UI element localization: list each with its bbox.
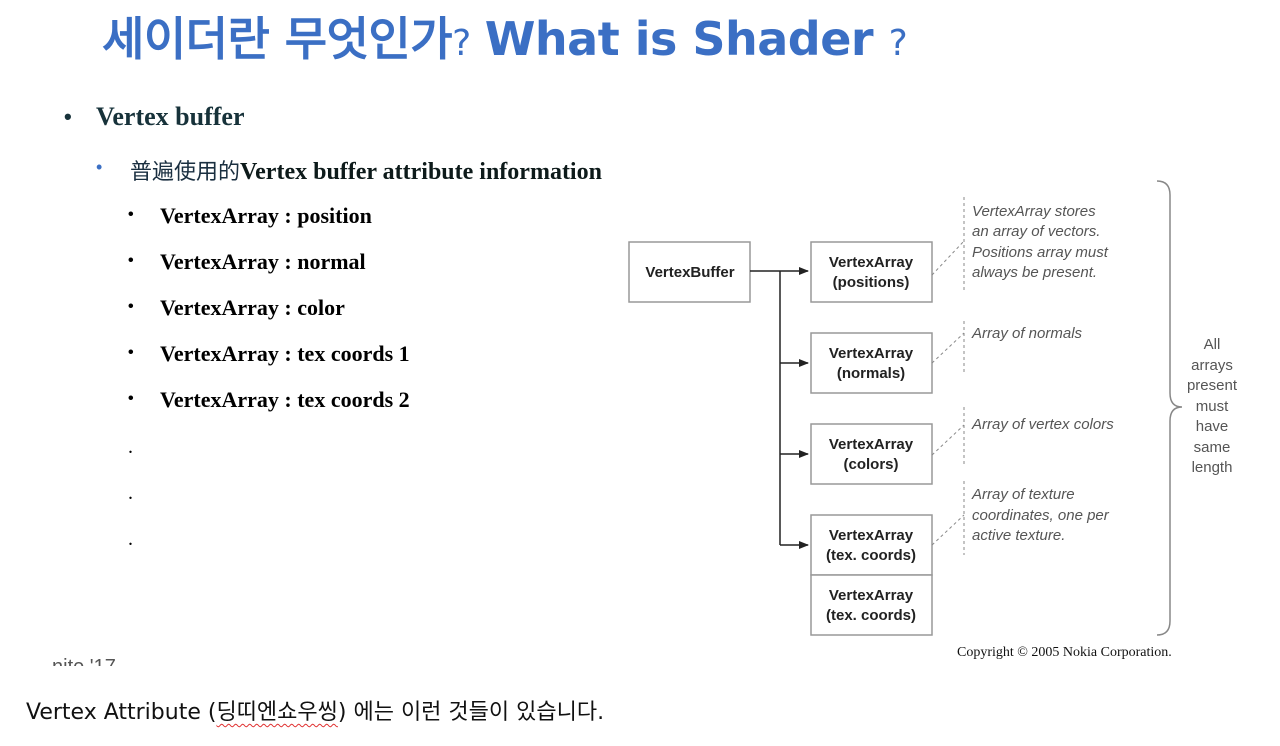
bullet-item-text: VertexArray : color [160, 295, 345, 320]
bullet-text-cjk: 普遍使用的 [130, 160, 241, 185]
brace-note-line: All [1204, 336, 1221, 353]
array-box-title: VertexArray [829, 345, 914, 362]
bullet-dot: • [128, 390, 134, 407]
brace-note: All arrays present must have same length [1187, 336, 1238, 476]
array-box-subtitle: (colors) [843, 456, 898, 473]
bullet-attribute-info: • 普遍使用的Vertex buffer attribute informati… [96, 154, 602, 186]
note-line: Positions array must [972, 244, 1109, 261]
array-box-tex-coords-1: VertexArray (tex. coords) [810, 514, 933, 576]
vertex-buffer-diagram: VertexBuffer VertexArray (positions) Ver… [628, 180, 1238, 636]
note-line: Array of texture [971, 486, 1075, 503]
bullet-dot: • [128, 206, 134, 223]
bullet-item-text: VertexArray : tex coords 1 [160, 341, 410, 366]
bullet-item: • VertexArray : normal [128, 249, 366, 275]
note-line: active texture. [972, 527, 1065, 544]
vertex-buffer-box: VertexBuffer [628, 241, 751, 303]
brace-note-line: arrays [1191, 357, 1233, 374]
array-box-positions: VertexArray (positions) [810, 241, 933, 303]
bullet-text: Vertex buffer attribute information [240, 159, 602, 185]
grouping-brace [1156, 180, 1183, 636]
ellipsis-dot: . [128, 482, 133, 504]
note-positions: VertexArray stores an array of vectors. … [972, 203, 1109, 281]
array-box-title: VertexArray [829, 254, 914, 271]
note-tex-coords: Array of texture coordinates, one per ac… [971, 486, 1110, 544]
caption-spellcheck-word[interactable]: 딩띠엔쇼우씽 [216, 700, 338, 725]
bullet-vertex-buffer: • Vertex buffer [64, 102, 245, 132]
bullet-item-text: VertexArray : tex coords 2 [160, 387, 410, 412]
slide-title-english: What is Shader [484, 12, 874, 66]
callout-lines [931, 197, 965, 555]
bullet-item: • VertexArray : color [128, 295, 345, 321]
array-box-subtitle: (tex. coords) [826, 607, 916, 624]
array-box-subtitle: (tex. coords) [826, 547, 916, 564]
ellipsis-dot: . [128, 436, 133, 458]
vertex-buffer-label: VertexBuffer [645, 264, 734, 281]
brace-note-line: have [1196, 418, 1229, 435]
bullet-item-text: VertexArray : normal [160, 249, 366, 274]
caption-prefix: Vertex Attribute ( [26, 700, 217, 725]
brace-note-line: must [1196, 398, 1229, 415]
note-colors: Array of vertex colors [971, 416, 1114, 433]
slide-caption: Vertex Attribute (딩띠엔쇼우씽) 에는 이런 것들이 있습니다… [26, 694, 604, 726]
brace-note-line: length [1192, 459, 1233, 476]
ellipsis-dot: . [128, 528, 133, 550]
note-line: Array of vertex colors [971, 416, 1114, 433]
caption-suffix: ) 에는 이런 것들이 있습니다. [337, 700, 605, 725]
bullet-item: • VertexArray : tex coords 2 [128, 387, 410, 413]
note-line: an array of vectors. [972, 223, 1100, 240]
slide-title-korean: 세이더란 무엇인가 [102, 12, 453, 66]
bullet-dot: • [128, 344, 134, 361]
cut-off-footer-text: nite '17 [52, 652, 116, 666]
array-box-colors: VertexArray (colors) [810, 423, 933, 485]
array-box-title: VertexArray [829, 527, 914, 544]
copyright-notice: Copyright © 2005 Nokia Corporation. [957, 645, 1172, 660]
bullet-item-text: VertexArray : position [160, 203, 372, 228]
array-box-title: VertexArray [829, 436, 914, 453]
note-line: VertexArray stores [972, 203, 1096, 220]
diagram-connectors [750, 267, 809, 549]
bullet-dot: • [128, 298, 134, 315]
array-box-normals: VertexArray (normals) [810, 332, 933, 394]
bullet-dot: • [96, 157, 103, 177]
bullet-item: • VertexArray : tex coords 1 [128, 341, 410, 367]
slide-title: 세이더란 무엇인가? What is Shader ? [102, 4, 908, 74]
note-normals: Array of normals [971, 325, 1083, 342]
bullet-item: • VertexArray : position [128, 203, 372, 229]
slide-title-question-mark-2: ? [888, 23, 908, 64]
slide-title-question-mark: ? [452, 23, 471, 64]
bullet-dot: • [128, 252, 134, 269]
array-box-tex-coords-2: VertexArray (tex. coords) [810, 574, 933, 636]
note-line: coordinates, one per [972, 507, 1110, 524]
note-line: Array of normals [971, 325, 1083, 342]
brace-note-line: present [1187, 377, 1238, 394]
bullet-dot: • [64, 104, 72, 129]
array-box-title: VertexArray [829, 587, 914, 604]
brace-note-line: same [1194, 439, 1231, 456]
array-box-subtitle: (positions) [833, 274, 910, 291]
note-line: always be present. [972, 264, 1097, 281]
bullet-text: Vertex buffer [96, 102, 245, 131]
array-box-subtitle: (normals) [837, 365, 905, 382]
